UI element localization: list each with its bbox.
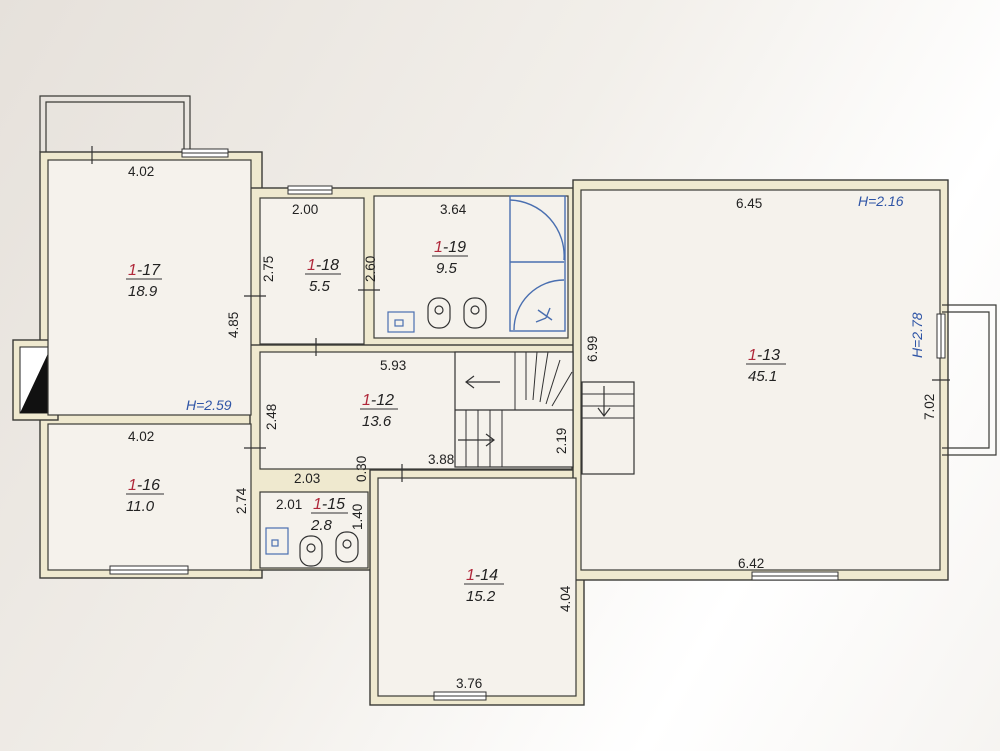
- room-12-area: 13.6: [362, 413, 392, 430]
- dim-r13-top: 6.45: [736, 196, 762, 211]
- dim-r18-right: 2.60: [363, 256, 378, 282]
- room-labels: 1-17 18.9 1-18 5.5 1-19 9.5 1-13 45.1 1-…: [126, 239, 786, 605]
- dim-r13-bottom: 6.42: [738, 556, 764, 571]
- height-labels: H=2.59 H=2.16 H=2.78: [186, 193, 925, 413]
- dim-r12-bottom-right: 3.88: [428, 452, 454, 467]
- door-marks: [91, 146, 950, 482]
- room-12-id: 1-12: [362, 392, 394, 409]
- height-r13-top: H=2.16: [858, 193, 904, 209]
- room-18-id: 1-18: [307, 257, 339, 274]
- room-13-area: 45.1: [748, 368, 777, 385]
- dim-r17-top: 4.02: [128, 164, 154, 179]
- dim-r16-side: 2.74: [234, 487, 249, 514]
- room-19-area: 9.5: [436, 260, 458, 277]
- room-14-area: 15.2: [466, 588, 496, 605]
- shower: [509, 195, 566, 332]
- room-16-id: 1-16: [128, 477, 160, 494]
- dim-r12-stair: 2.19: [554, 428, 569, 454]
- dim-r19-top: 3.64: [440, 202, 467, 217]
- height-r13-side: H=2.78: [909, 312, 925, 358]
- dim-r15-side: 1.40: [350, 504, 365, 530]
- room-19-id: 1-19: [434, 239, 466, 256]
- room-17-id: 1-17: [128, 262, 161, 279]
- height-r17: H=2.59: [186, 397, 232, 413]
- dim-r13-left: 6.99: [585, 336, 600, 362]
- dim-r18-left: 2.75: [261, 256, 276, 282]
- room-18-area: 5.5: [309, 278, 331, 295]
- room-16-area: 11.0: [126, 498, 155, 515]
- dim-r12-top: 5.93: [380, 358, 406, 373]
- room-15-id: 1-15: [313, 496, 345, 513]
- dim-r17-side: 4.85: [226, 312, 241, 338]
- dim-r13-right: 7.02: [922, 394, 937, 420]
- dim-r14-side: 4.04: [558, 585, 573, 612]
- room-interiors: [47, 159, 941, 697]
- fixtures: [265, 297, 487, 567]
- dim-r12-left: 2.48: [264, 404, 279, 430]
- dim-r12-bottom-mid: 0.30: [354, 456, 369, 482]
- balcony-top: [39, 95, 191, 152]
- dim-r14-bottom: 3.76: [456, 676, 482, 691]
- room-13-id: 1-13: [748, 347, 780, 364]
- room-17-area: 18.9: [128, 283, 158, 300]
- room-15-area: 2.8: [310, 517, 333, 534]
- dim-r18-top: 2.00: [292, 202, 318, 217]
- dim-r12-bottom-left: 2.03: [294, 471, 320, 486]
- porch-steps: [581, 381, 635, 475]
- balcony-right: [942, 304, 997, 456]
- dimension-labels: 4.02 4.85 2.00 2.75 2.60 3.64 6.45 6.99 …: [128, 164, 937, 691]
- staircase: [454, 351, 574, 468]
- windows: [109, 148, 946, 701]
- dim-r16-top: 4.02: [128, 429, 154, 444]
- room-14-id: 1-14: [466, 567, 498, 584]
- dim-r15-top: 2.01: [276, 497, 302, 512]
